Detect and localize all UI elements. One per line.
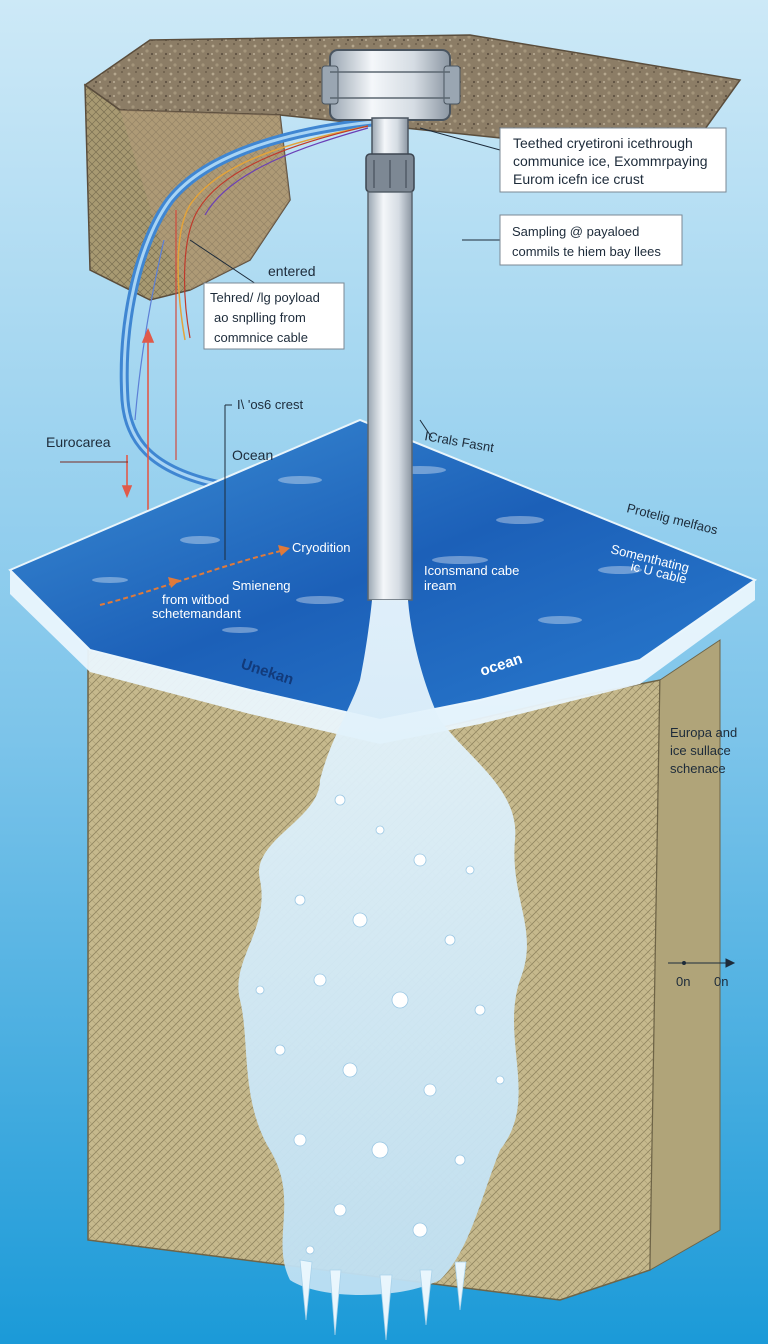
europa-line-1: Europa and (670, 725, 737, 740)
callout-sampling-line-2: commils te hiem bay llees (512, 244, 661, 259)
callout-tethered-line-1: Tehred/ /lg poyload (210, 290, 320, 305)
callout-top-line-2: communice ice, Exommrpaying (513, 153, 708, 169)
tether-cable (119, 117, 377, 490)
probe-head (321, 49, 461, 193)
meltwater-plume (238, 600, 527, 1341)
flow-arrow (99, 545, 290, 606)
iconsmand-line-2: iream (424, 578, 457, 593)
measurement-arrows (60, 327, 155, 520)
eurocarea-label: Eurocarea (46, 434, 111, 450)
callout-tethered-line-2: ao snplling from (214, 310, 306, 325)
ocean-upper-label: Ocean (232, 447, 273, 463)
cryodition-label: Cryodition (292, 540, 351, 555)
iconsmand-line-1: Iconsmand cabe (424, 563, 519, 578)
drill-pipe (367, 191, 413, 601)
callout-top-line-3: Eurom icefn ice crust (513, 171, 644, 187)
callout-box-top (499, 127, 727, 193)
callout-top-line-1: Teethed cryetironi icethrough (513, 135, 693, 151)
scale-bar (668, 958, 736, 968)
from-witbod-label: from witbod (162, 592, 229, 607)
scale-label-right: 0n (714, 974, 728, 989)
ice-crest-label: I\ 'os6 crest (237, 397, 303, 412)
scale-label-left: 0n (676, 974, 690, 989)
entered-label: entered (268, 263, 315, 279)
europa-line-2: ice sullace (670, 743, 731, 758)
callout-tethered-line-3: commnice cable (214, 330, 308, 345)
europa-line-3: schenace (670, 761, 726, 776)
smieneng-label: Smieneng (232, 578, 291, 593)
callout-box-sampling (499, 214, 683, 266)
callout-sampling-line-1: Sampling @ payaloed (512, 224, 639, 239)
schetemandant-label: schetemandant (152, 606, 241, 621)
leader-lines (189, 127, 501, 560)
callout-box-tethered (203, 282, 345, 350)
